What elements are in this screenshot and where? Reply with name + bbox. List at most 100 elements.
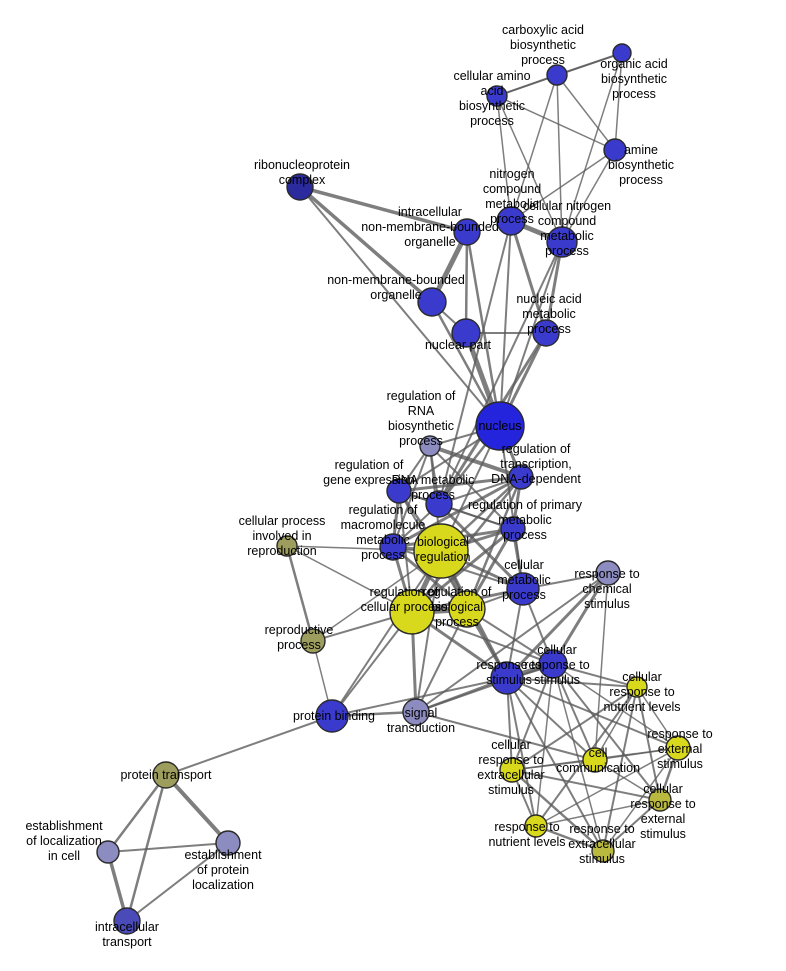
node-est_prot_loc[interactable] — [215, 830, 241, 856]
node-resp_extracell[interactable] — [591, 839, 615, 863]
edge-ribonucleoprotein--nmb_organelle — [298, 185, 434, 304]
edge-resp_stim--protein_binding — [331, 677, 508, 717]
edge-bio_reg--protein_binding — [331, 550, 442, 717]
edge-cell_nitrogen--nucleus — [499, 241, 563, 427]
node-nuclear_part[interactable] — [451, 318, 481, 348]
edge-cell_resp_external--resp_nutrient — [535, 799, 661, 827]
node-cell_resp_external[interactable] — [648, 788, 672, 812]
edge-reg_bio_proc--signal_trans — [415, 608, 468, 713]
edge-organic--cell_nitrogen — [561, 52, 623, 243]
edge-organic--amine — [614, 52, 623, 151]
edge-resp_chem--signal_trans — [415, 572, 609, 713]
node-cell_nitrogen[interactable] — [546, 226, 578, 258]
edge-cell_proc_repro--repro_proc — [285, 544, 315, 643]
node-reg_rna_bio[interactable] — [419, 435, 441, 457]
edge-cell_resp_nutrient--cell_comm — [594, 686, 638, 761]
edge-resp_chem--cell_comm — [594, 572, 609, 761]
edge-resp_nutrient--resp_extracell — [534, 824, 605, 853]
edge-rna_met--cell_met — [437, 502, 525, 591]
node-rna_met[interactable] — [425, 490, 453, 518]
node-resp_external[interactable] — [665, 735, 691, 761]
edge-cell_resp_stim--resp_extracell — [552, 663, 604, 852]
node-cell_proc_repro[interactable] — [276, 535, 298, 557]
node-amine[interactable] — [603, 138, 627, 162]
edge-signal_trans--cell_comm — [415, 711, 596, 761]
node-cell_amino[interactable] — [486, 85, 508, 107]
edge-cell_amino--nitrogen — [496, 95, 512, 222]
node-resp_nutrient[interactable] — [524, 814, 548, 838]
node-cell_resp_extracell[interactable] — [499, 757, 525, 783]
edge-protein_binding--protein_transport — [165, 715, 333, 776]
edge-cell_resp_extracell--cell_comm — [511, 759, 596, 771]
node-protein_transport[interactable] — [152, 761, 180, 789]
edge-resp_stim--resp_nutrient — [506, 677, 537, 827]
edge-reg_transcription--rna_met — [438, 476, 522, 505]
edge-reg_transcription--reg_gene_exp — [397, 475, 523, 493]
edge-cell_resp_nutrient--cell_resp_extracell — [511, 686, 638, 771]
edge-reg_transcription--reg_macro — [391, 475, 523, 549]
node-intra_nmb[interactable] — [453, 218, 481, 246]
edge-cell_resp_extracell--resp_extracell — [510, 768, 605, 853]
edge-cell_nitrogen--rna_met — [438, 241, 563, 505]
edge-protein_transport--est_prot_loc — [164, 773, 230, 845]
edge-reg_rna_bio--reg_macro — [392, 445, 431, 548]
edge-cell_resp_stim--cell_resp_external — [552, 663, 661, 801]
edge-ribonucleoprotein--intra_nmb — [298, 185, 469, 234]
edge-resp_stim--resp_chem — [505, 571, 610, 680]
edge-carboxylic--nitrogen — [510, 74, 558, 222]
edge-resp_stim--cell_resp_nutrient — [506, 677, 638, 688]
edge-resp_external--resp_extracell — [602, 747, 679, 852]
node-nucleic_acid[interactable] — [532, 319, 560, 347]
edge-carboxylic--cell_nitrogen — [556, 74, 563, 243]
edge-carboxylic--amine — [556, 74, 616, 151]
edge-amine--cell_nitrogen — [561, 149, 616, 243]
node-reg_macro[interactable] — [379, 533, 407, 561]
node-cell_resp_stim[interactable] — [538, 649, 568, 679]
node-organic[interactable] — [612, 43, 632, 63]
node-cell_comm[interactable] — [582, 747, 608, 773]
node-carboxylic[interactable] — [546, 64, 568, 86]
node-reg_bio_proc[interactable] — [448, 590, 486, 628]
edge-reg_cell_proc--cell_proc_repro — [286, 545, 413, 613]
edge-intra_nmb--nuclear_part — [464, 230, 469, 335]
edge-resp_stim--cell_comm — [506, 677, 596, 761]
node-reg_transcription[interactable] — [508, 464, 534, 490]
node-est_loc_cell[interactable] — [96, 840, 120, 864]
node-cell_met[interactable] — [506, 572, 540, 606]
node-repro_proc[interactable] — [300, 628, 326, 654]
node-ribonucleoprotein[interactable] — [286, 173, 314, 201]
edge-est_loc_cell--est_prot_loc — [107, 842, 229, 853]
node-reg_gene_exp[interactable] — [386, 478, 412, 504]
edge-cell_resp_nutrient--resp_extracell — [602, 686, 638, 852]
node-reg_primary[interactable] — [500, 516, 526, 542]
node-intracell_transport[interactable] — [113, 907, 141, 935]
edge-cell_resp_stim--resp_external — [552, 663, 679, 749]
node-reg_cell_proc[interactable] — [389, 589, 435, 635]
node-resp_chem[interactable] — [595, 560, 621, 586]
edge-cell_resp_stim--cell_resp_extracell — [511, 663, 554, 771]
node-nitrogen[interactable] — [496, 206, 526, 236]
edge-cell_resp_stim--resp_nutrient — [535, 663, 554, 827]
node-layer — [96, 43, 691, 935]
edge-cell_resp_nutrient--cell_resp_external — [636, 686, 661, 801]
edge-reg_rna_bio--reg_primary — [429, 445, 514, 530]
node-nucleus[interactable] — [475, 401, 525, 451]
edge-protein_transport--intracell_transport — [125, 773, 168, 923]
edge-amine--nitrogen — [510, 149, 616, 222]
edge-reg_rna_bio--reg_transcription — [428, 444, 523, 479]
edge-cell_resp_stim--resp_chem — [551, 571, 610, 666]
edge-est_prot_loc--intracell_transport — [126, 842, 229, 922]
node-protein_binding[interactable] — [315, 699, 349, 733]
edge-cell_comm--cell_resp_external — [594, 759, 661, 801]
edge-nitrogen--nucleus — [499, 220, 512, 427]
node-nmb_organelle[interactable] — [417, 287, 447, 317]
node-signal_trans[interactable] — [402, 698, 430, 726]
edge-cell_amino--cell_nitrogen — [496, 95, 563, 243]
edge-cell_resp_external--resp_extracell — [602, 799, 661, 852]
node-cell_resp_nutrient[interactable] — [626, 676, 648, 698]
node-bio_reg[interactable] — [413, 523, 469, 579]
edge-cell_resp_extracell--cell_resp_external — [511, 769, 661, 801]
node-resp_stim[interactable] — [490, 661, 524, 695]
